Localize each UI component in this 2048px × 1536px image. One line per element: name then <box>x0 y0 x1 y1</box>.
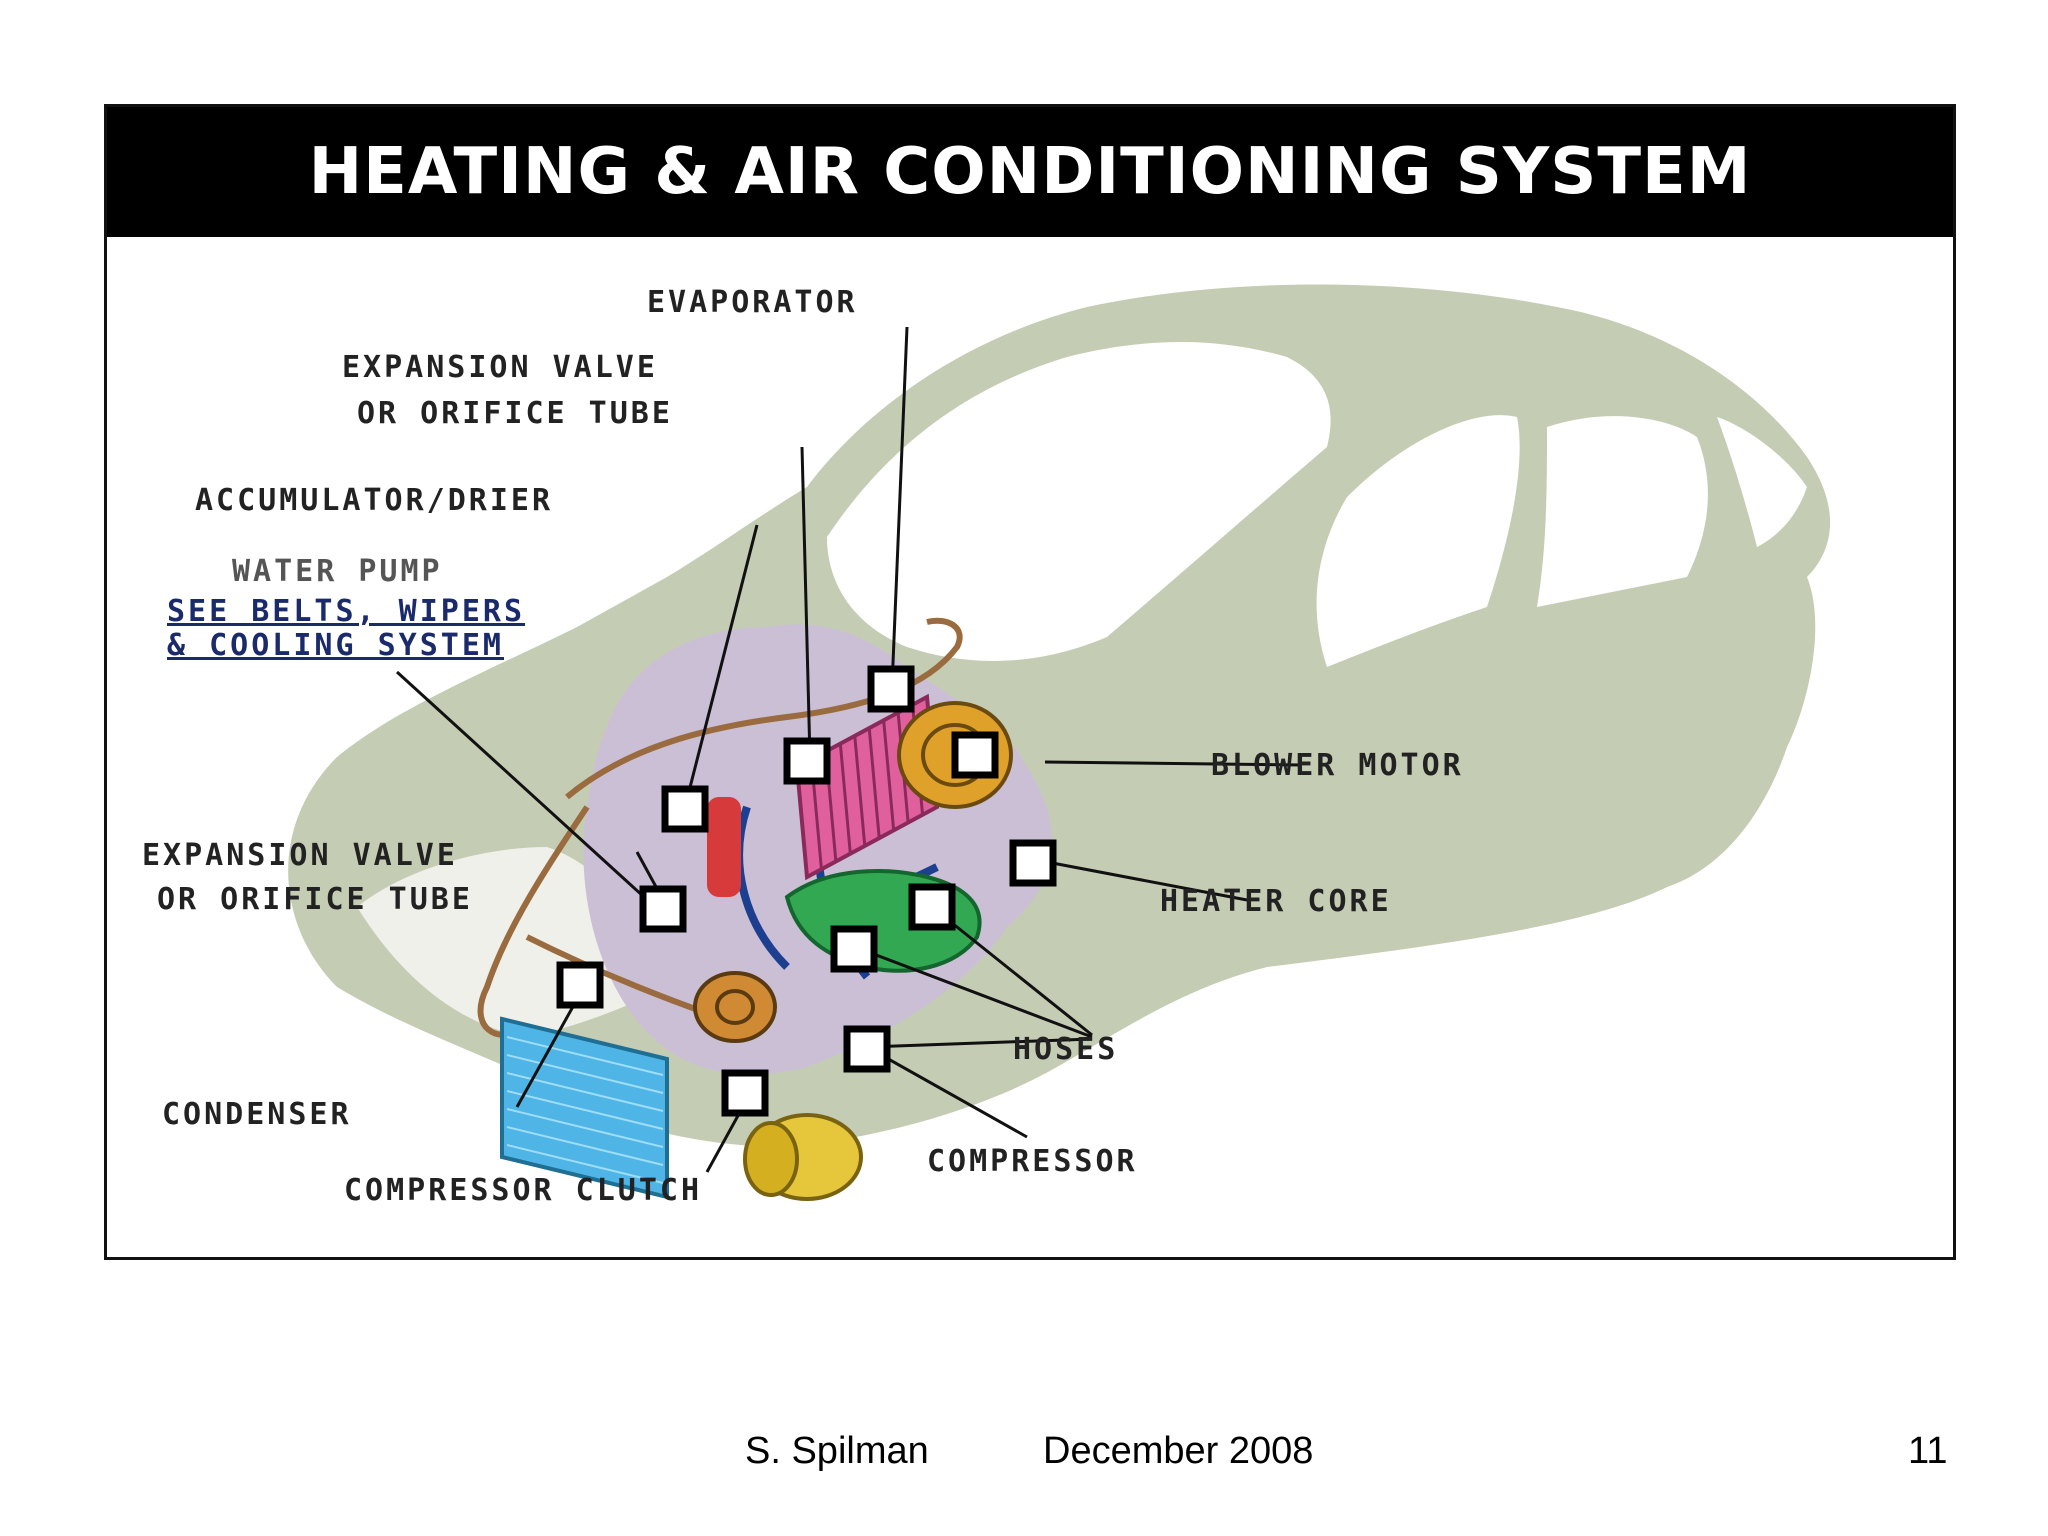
callout-box-heater-core <box>1009 839 1057 887</box>
water-pump-component <box>693 971 777 1043</box>
condenser-fin <box>506 1144 664 1184</box>
callout-box-expansion-valve-left <box>639 885 687 933</box>
diagram-canvas: EVAPORATOR EXPANSION VALVE OR ORIFICE TU… <box>142 284 1831 1208</box>
evaporator-rib <box>838 743 852 854</box>
label-water-pump: WATER PUMP <box>232 554 443 589</box>
label-evaporator: EVAPORATOR <box>647 285 858 320</box>
callout-box-expansion-valve-top <box>783 737 831 785</box>
evaporator-rib <box>882 720 896 831</box>
slide-footer: S. Spilman December 2008 11 <box>0 1430 2048 1480</box>
label-condenser: CONDENSER <box>162 1097 352 1132</box>
footer-page-number: 11 <box>1908 1430 1948 1472</box>
label-accumulator-drier: ACCUMULATOR/DRIER <box>195 483 553 518</box>
condenser-fin <box>506 1090 664 1130</box>
label-expansion-valve-top-line2: OR ORIFICE TUBE <box>357 396 673 431</box>
diagram-title: HEATING & AIR CONDITIONING SYSTEM <box>107 107 1953 237</box>
condenser-fin <box>506 1126 664 1166</box>
callout-box-compressor-clutch <box>721 1069 769 1117</box>
callout-box-hoses-upper <box>908 883 956 931</box>
evaporator-rib <box>867 727 881 839</box>
callout-box-compressor <box>843 1025 891 1073</box>
label-compressor: COMPRESSOR <box>927 1144 1138 1179</box>
label-see-belts-line1: SEE BELTS, WIPERS <box>167 594 525 629</box>
refrigerant-line <box>565 617 963 800</box>
labels: EVAPORATOR EXPANSION VALVE OR ORIFICE TU… <box>142 285 1464 1208</box>
condenser-fin <box>506 1036 664 1076</box>
accumulator-drier-component <box>707 797 741 897</box>
evaporator-rib <box>853 735 867 847</box>
label-hoses: HOSES <box>1013 1032 1118 1067</box>
label-expansion-valve-top-line1: EXPANSION VALVE <box>342 350 658 385</box>
label-expansion-valve-left-line1: EXPANSION VALVE <box>142 838 458 873</box>
diagram-figure: EVAPORATOR EXPANSION VALVE OR ORIFICE TU… <box>104 104 1956 1260</box>
side-window-front <box>1316 415 1520 667</box>
refrigerant-line-front <box>477 805 590 1038</box>
label-see-belts-line2: & COOLING SYSTEM <box>167 628 504 663</box>
compressor-component <box>743 1113 863 1201</box>
callout-box-condenser <box>556 961 604 1009</box>
footer-date: December 2008 <box>1043 1430 1314 1472</box>
label-heater-core: HEATER CORE <box>1160 884 1392 919</box>
label-compressor-clutch: COMPRESSOR CLUTCH <box>344 1173 702 1208</box>
rear-quarter-window <box>1717 417 1807 547</box>
callout-box-blower-motor <box>951 731 999 779</box>
callout-box-evaporator <box>867 665 915 713</box>
condenser-component <box>500 1016 669 1200</box>
footer-author: S. Spilman <box>745 1430 929 1472</box>
side-window-rear <box>1537 416 1708 607</box>
condenser-fin <box>506 1054 664 1094</box>
leader-lines <box>395 326 1303 1173</box>
callout-box-hoses-lower <box>830 925 878 973</box>
label-blower-motor: BLOWER MOTOR <box>1211 748 1464 783</box>
callout-box-accumulator <box>661 785 709 833</box>
callout-boxes <box>556 665 1057 1117</box>
condenser-fin <box>506 1108 664 1148</box>
label-expansion-valve-left-line2: OR ORIFICE TUBE <box>157 882 473 917</box>
windshield <box>827 342 1331 661</box>
